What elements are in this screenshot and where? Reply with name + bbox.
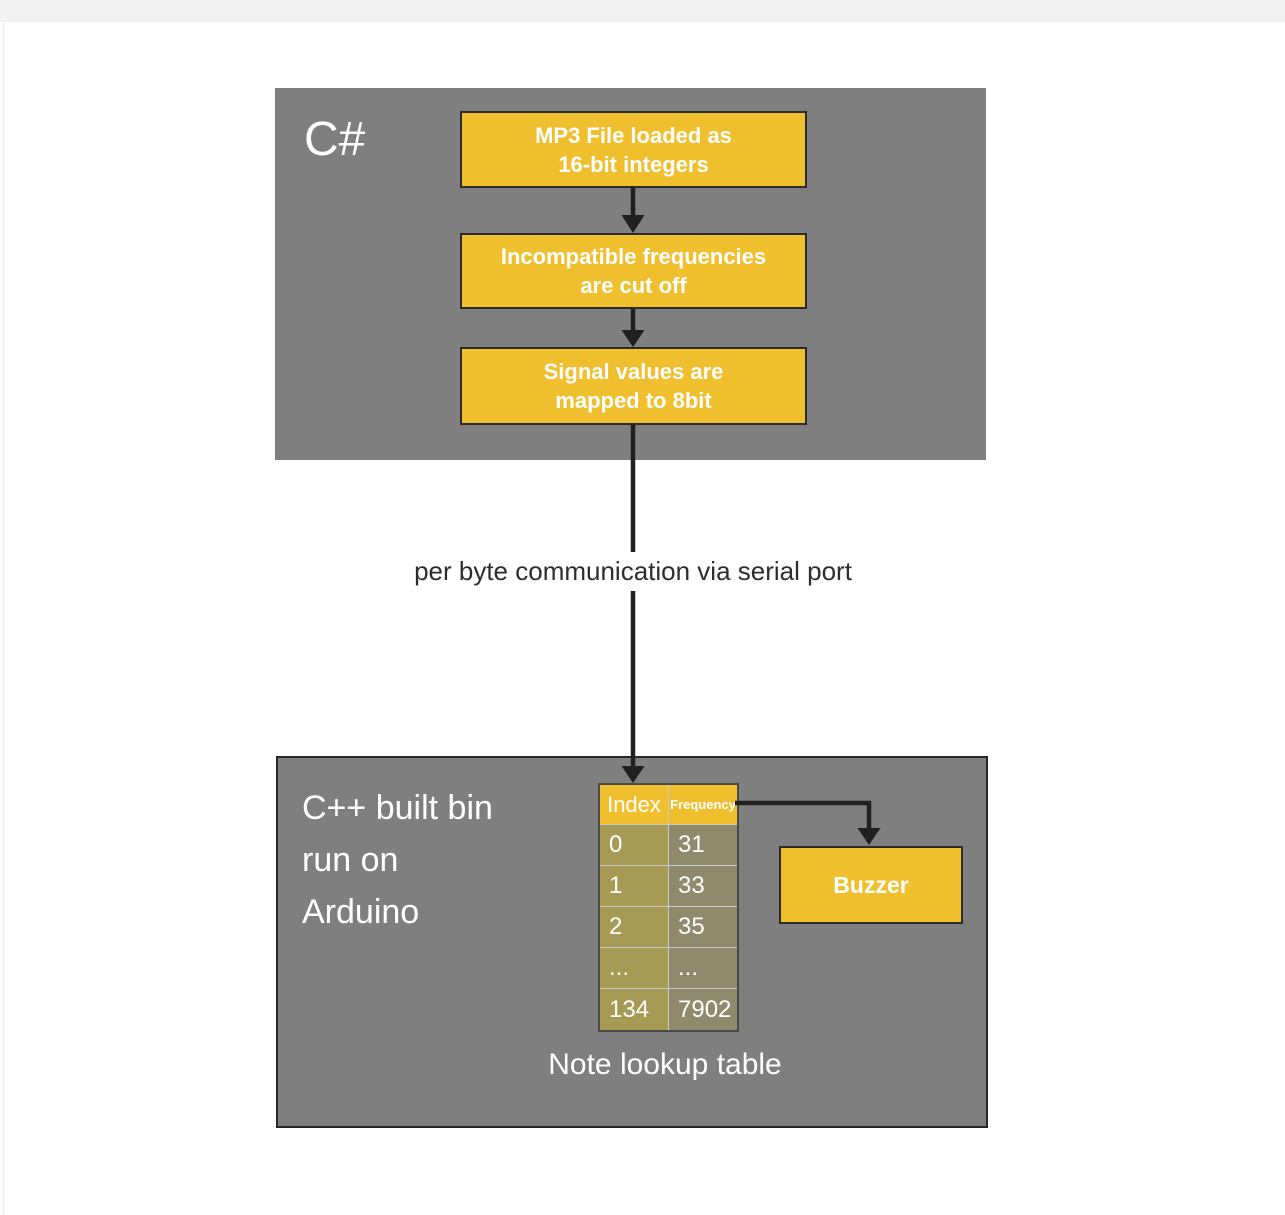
- page-left-edge: [3, 22, 4, 1215]
- note-lookup-table-caption: Note lookup table: [548, 1048, 782, 1081]
- page-top-strip: [0, 0, 1285, 22]
- step-box-mp3-load: MP3 File loaded as 16-bit integers: [460, 111, 807, 188]
- table-header-index: Index: [600, 785, 669, 825]
- arduino-section: C++ built bin run on Arduino Index Frequ…: [276, 756, 988, 1128]
- table-cell-index-ellipsis: ...: [600, 948, 669, 989]
- step-box-frequency-cutoff: Incompatible frequencies are cut off: [460, 233, 807, 309]
- table-cell-frequency-7902: 7902: [669, 989, 737, 1030]
- csharp-section: C# MP3 File loaded as 16-bit integers In…: [275, 88, 986, 460]
- table-cell-frequency-2: 35: [669, 907, 737, 948]
- csharp-section-label: C#: [304, 113, 366, 166]
- table-cell-index-1: 1: [600, 866, 669, 907]
- table-cell-frequency-1: 33: [669, 866, 737, 907]
- table-cell-index-2: 2: [600, 907, 669, 948]
- table-header-frequency: Frequency: [669, 785, 737, 825]
- serial-port-label: per byte communication via serial port: [414, 556, 852, 586]
- note-lookup-table: Index Frequency 0 31 1 33 2 35 ... ... 1…: [598, 783, 739, 1032]
- arduino-section-label: C++ built bin run on Arduino: [302, 789, 493, 931]
- step-box-map-8bit: Signal values are mapped to 8bit: [460, 347, 807, 425]
- table-cell-frequency-0: 31: [669, 825, 737, 866]
- arrow-serial-to-table: [621, 425, 645, 783]
- buzzer-box: Buzzer: [779, 846, 963, 924]
- table-cell-frequency-ellipsis: ...: [669, 948, 737, 989]
- table-cell-index-134: 134: [600, 989, 669, 1030]
- table-cell-index-0: 0: [600, 825, 669, 866]
